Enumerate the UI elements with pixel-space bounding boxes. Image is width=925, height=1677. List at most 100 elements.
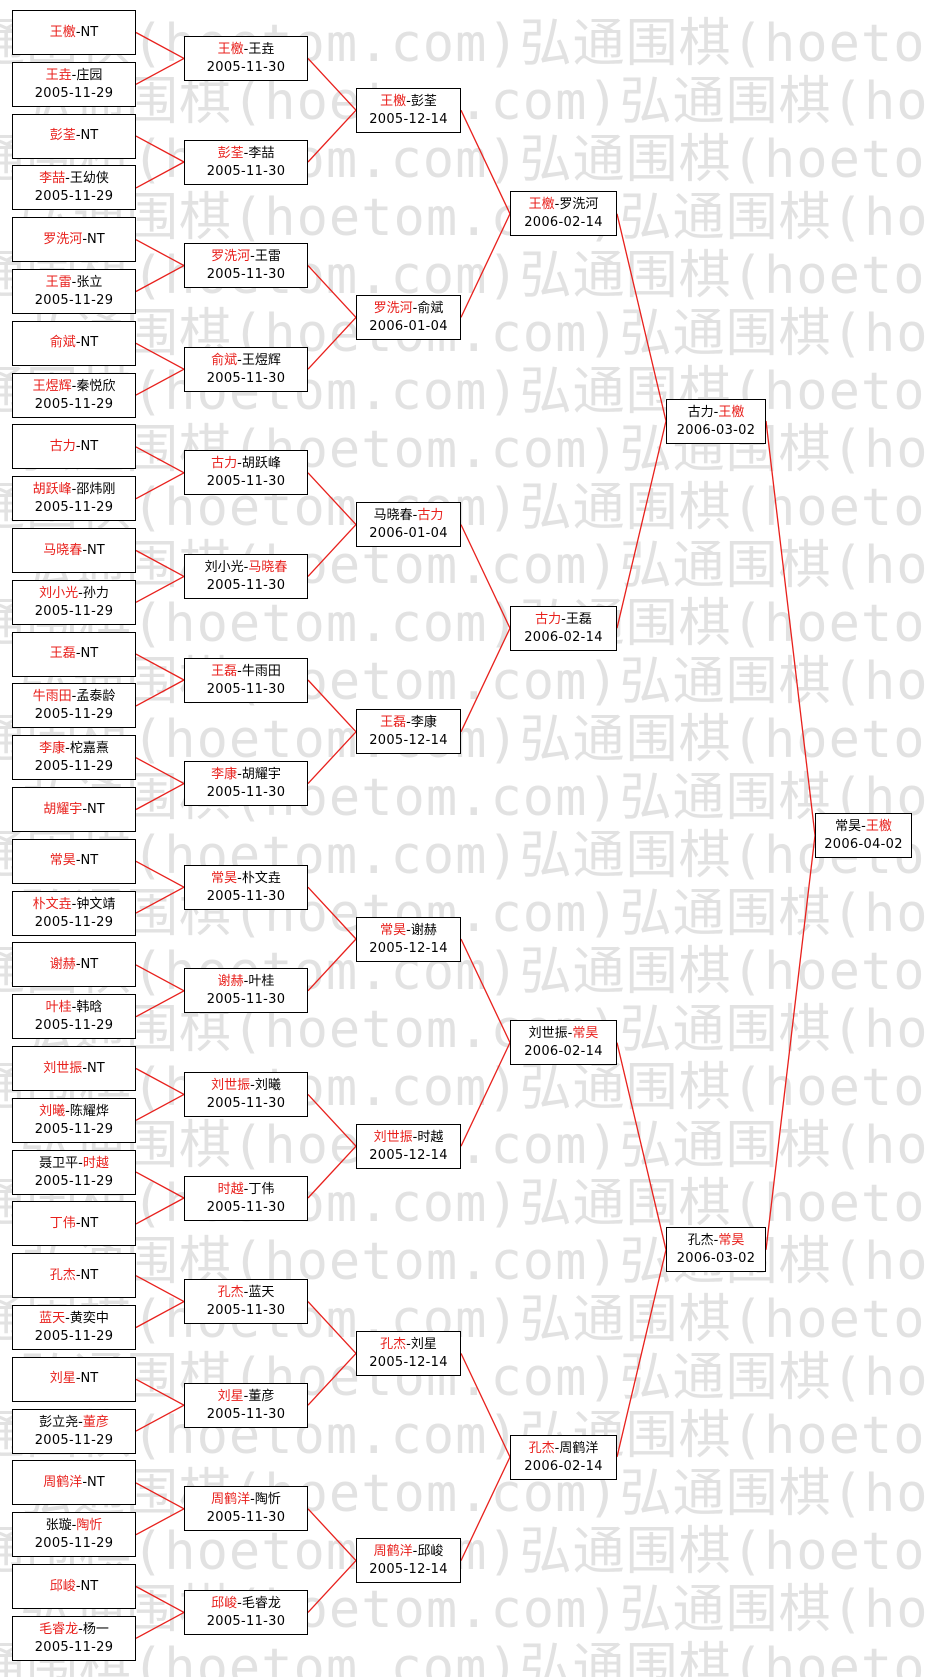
match-box[interactable]: 王磊-NT — [12, 631, 136, 677]
player-name: NT — [80, 1578, 99, 1594]
match-players: 罗洗河-王雷 — [211, 248, 281, 266]
player-name: 邵炜刚 — [76, 482, 116, 498]
match-date: 2005-11-30 — [206, 785, 286, 801]
match-players: 李康-柁嘉熹 — [39, 740, 109, 758]
match-box[interactable]: 胡耀宇-NT — [12, 787, 136, 832]
match-date: 2005-11-29 — [34, 914, 114, 930]
separator: - — [243, 145, 249, 161]
separator: - — [243, 1285, 249, 1301]
match-date: 2005-11-30 — [206, 1199, 286, 1215]
player-name: 毛睿龙 — [241, 1595, 281, 1611]
match-box[interactable]: 谢赫-NT — [12, 942, 136, 988]
player-name: 胡跃峰 — [241, 456, 281, 472]
bracket-connector — [135, 783, 185, 811]
match-players: 刘世振-刘曦 — [211, 1077, 281, 1095]
bracket-connector — [135, 964, 185, 992]
match-box[interactable]: 王檄-NT — [12, 10, 136, 55]
player-name: 刘世振 — [373, 1129, 413, 1145]
match-box[interactable]: 丁伟-NT — [12, 1201, 136, 1247]
bracket-connector — [135, 135, 185, 163]
separator: - — [75, 438, 81, 454]
player-name: NT — [80, 1267, 99, 1283]
match-box[interactable]: 罗洗河-NT — [12, 217, 136, 263]
bracket-connector — [460, 1353, 511, 1458]
player-name: 谢赫 — [410, 922, 437, 938]
match-box[interactable]: 常昊-NT — [12, 838, 136, 884]
bracket-connector — [135, 446, 185, 474]
match-box[interactable]: 彭荃-NT — [12, 113, 136, 159]
player-name: 丁伟 — [248, 1181, 275, 1197]
separator: - — [78, 585, 83, 601]
match-box[interactable]: 马晓春-NT — [12, 528, 136, 573]
match-players: 谢赫-叶桂 — [218, 973, 275, 991]
bracket-connector — [135, 472, 185, 500]
separator: - — [237, 870, 242, 886]
match-box[interactable]: 刘世振-NT — [12, 1046, 136, 1091]
match-box[interactable]: 刘星-NT — [12, 1356, 136, 1402]
player-name: 彭立尧 — [39, 1414, 79, 1430]
match-box[interactable]: 孔杰-NT — [12, 1253, 136, 1299]
player-name: 陈耀烨 — [69, 1103, 109, 1119]
player-name: 孔杰 — [528, 1440, 555, 1456]
match-box[interactable]: 俞斌-NT — [12, 320, 136, 366]
match-box[interactable]: 古力-NT — [12, 424, 136, 470]
match-players: 邱峻-毛睿龙 — [211, 1595, 281, 1613]
match-box[interactable]: 周鹤洋-NT — [12, 1460, 136, 1506]
match-players: 叶桂-韩晗 — [46, 999, 103, 1017]
match-box[interactable]: 邱峻-NT — [12, 1564, 136, 1609]
separator: - — [406, 922, 411, 938]
match-date: 2006-02-14 — [524, 629, 603, 645]
player-name: 古力 — [211, 456, 238, 472]
player-name: 黄奕中 — [69, 1311, 109, 1326]
player-name: 张璇 — [45, 1518, 72, 1534]
match-date: 2005-11-29 — [34, 707, 114, 723]
